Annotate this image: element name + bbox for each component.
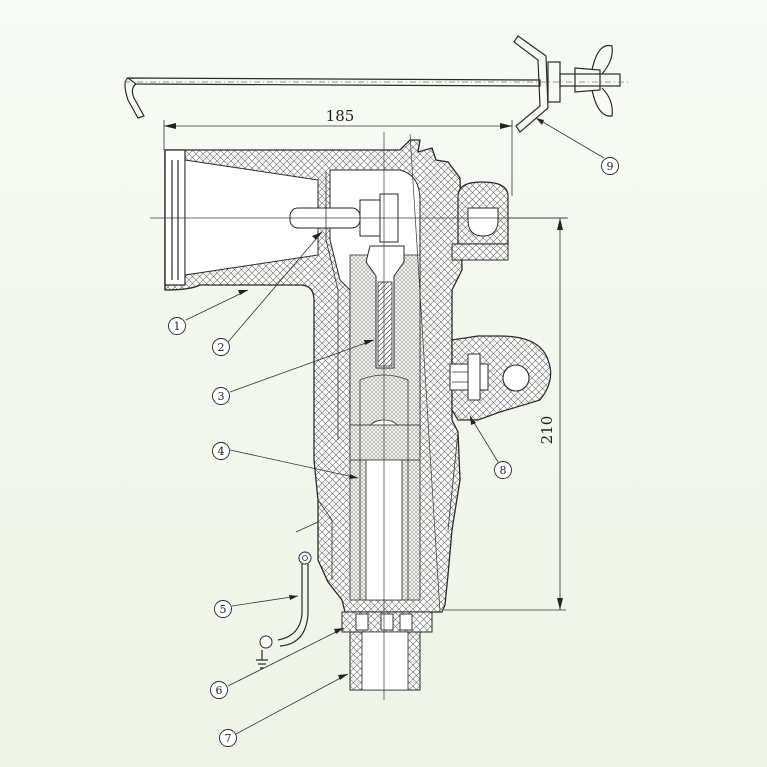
svg-text:3: 3 (218, 390, 225, 403)
height-dimension: 210 (444, 217, 566, 611)
callout-6: 6 (210, 681, 228, 699)
bracket-assembly (124, 35, 630, 133)
svg-text:6: 6 (216, 684, 223, 697)
callout-8: 8 (494, 461, 512, 479)
earthing-eye (449, 335, 552, 421)
height-label: 210 (538, 416, 556, 445)
callout-5: 5 (214, 600, 232, 618)
callout-2: 2 (212, 338, 230, 356)
earth-lead (256, 551, 312, 669)
svg-text:4: 4 (218, 445, 225, 458)
svg-text:1: 1 (174, 320, 181, 333)
width-label: 185 (326, 107, 355, 125)
callout-9: 9 (601, 157, 619, 175)
callout-3: 3 (212, 387, 230, 405)
callout-4: 4 (212, 442, 230, 460)
svg-text:8: 8 (500, 464, 507, 477)
svg-text:9: 9 (607, 160, 614, 173)
seal-rings (341, 611, 433, 633)
leader-lines (185, 117, 605, 735)
callout-7: 7 (219, 729, 237, 747)
callout-1: 1 (168, 317, 186, 335)
svg-text:2: 2 (218, 341, 225, 354)
width-dimension: 185 (163, 107, 513, 196)
cable (349, 631, 421, 691)
svg-text:5: 5 (220, 603, 227, 616)
svg-text:7: 7 (225, 732, 232, 745)
